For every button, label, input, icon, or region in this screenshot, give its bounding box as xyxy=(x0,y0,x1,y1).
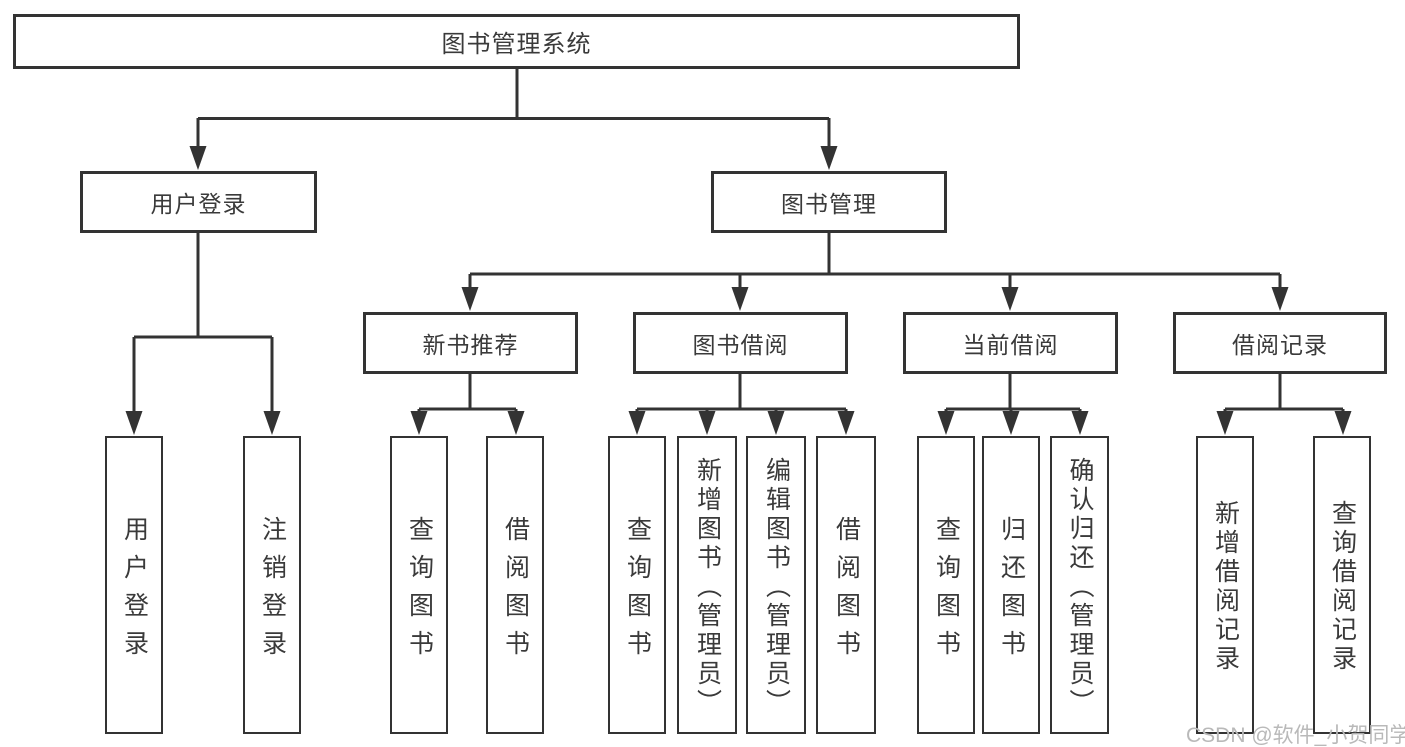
node-book-borrow: 图书借阅 xyxy=(633,312,848,374)
leaf-query-borrow-record: 查询借阅记录 xyxy=(1313,436,1371,734)
watermark-text: CSDN @软件_小贺同学 xyxy=(1186,724,1405,747)
leaf-label: 确认归还（管理员） xyxy=(1066,456,1094,718)
leaf-label: 用户登录 xyxy=(120,515,149,668)
leaf-user-login: 用户登录 xyxy=(105,436,163,734)
node-new-book-recommend: 新书推荐 xyxy=(363,312,578,374)
leaf-borrow-books-recommend: 借阅图书 xyxy=(486,436,544,734)
leaf-confirm-return-admin: 确认归还（管理员） xyxy=(1050,436,1109,734)
leaf-label: 查询图书 xyxy=(623,515,652,668)
leaf-label: 借阅图书 xyxy=(501,515,530,668)
node-book-management-branch: 图书管理 xyxy=(711,171,947,233)
leaf-label: 新增图书（管理员） xyxy=(693,456,722,718)
leaf-logout: 注销登录 xyxy=(243,436,301,734)
leaf-add-borrow-record: 新增借阅记录 xyxy=(1196,436,1254,734)
leaf-add-book-admin: 新增图书（管理员） xyxy=(677,436,737,734)
node-root: 图书管理系统 xyxy=(13,14,1020,69)
node-user-login-branch: 用户登录 xyxy=(80,171,317,233)
leaf-edit-book-admin: 编辑图书（管理员） xyxy=(746,436,806,734)
leaf-query-books-borrow: 查询图书 xyxy=(608,436,666,734)
leaf-label: 编辑图书（管理员） xyxy=(762,456,791,718)
leaf-label: 新增借阅记录 xyxy=(1211,500,1240,674)
leaf-query-books-current: 查询图书 xyxy=(917,436,975,734)
node-borrow-records: 借阅记录 xyxy=(1173,312,1387,374)
leaf-borrow-books-borrow: 借阅图书 xyxy=(816,436,876,734)
leaf-label: 查询图书 xyxy=(932,515,961,668)
leaf-label: 查询图书 xyxy=(405,515,434,668)
leaf-query-books-recommend: 查询图书 xyxy=(390,436,448,734)
leaf-label: 借阅图书 xyxy=(832,515,861,668)
node-current-borrow: 当前借阅 xyxy=(903,312,1118,374)
leaf-label: 注销登录 xyxy=(258,515,287,668)
leaf-return-book: 归还图书 xyxy=(982,436,1040,734)
leaf-label: 查询借阅记录 xyxy=(1328,500,1357,674)
leaf-label: 归还图书 xyxy=(997,515,1026,668)
